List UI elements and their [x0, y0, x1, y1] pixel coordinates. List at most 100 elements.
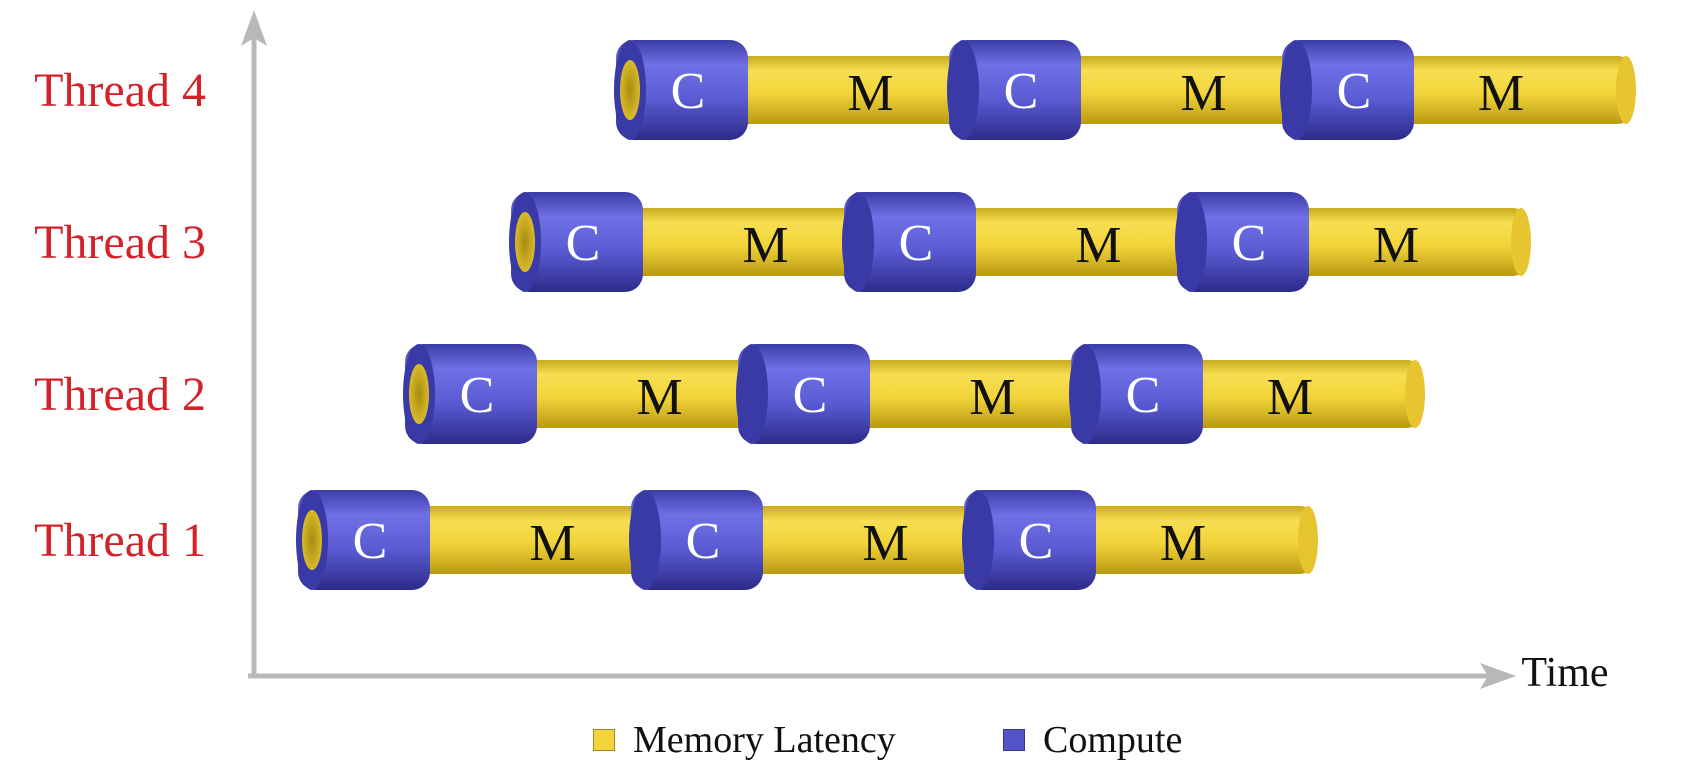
memory-latency-segment: M [1370, 56, 1636, 124]
memory-pipe [1052, 506, 1314, 574]
memory-latency-segment: M [826, 360, 1115, 428]
compute-ring-edge [1280, 40, 1312, 140]
compute-segment-label: C [353, 513, 388, 570]
compute-ring [738, 344, 870, 444]
thread-row: Thread 3 M M M C C C [34, 192, 1531, 292]
memory-pipe-end [1298, 506, 1318, 574]
memory-segment-label: M [1478, 65, 1524, 122]
memory-pipe-end [1405, 360, 1425, 428]
memory-latency-segment: M [1052, 506, 1318, 574]
memory-pipe [599, 208, 888, 276]
compute-ring-edge [1069, 344, 1101, 444]
compute-ring [1282, 40, 1414, 140]
memory-pipe [1159, 360, 1421, 428]
legend-item-compute: Compute [1003, 718, 1182, 762]
thread-label: Thread 4 [34, 64, 206, 117]
memory-pipe [1265, 208, 1527, 276]
memory-latency-segment: M [719, 506, 1008, 574]
memory-segment-label: M [636, 369, 682, 426]
compute-segment: C [947, 40, 1081, 140]
compute-segment-label: C [460, 367, 495, 424]
compute-segment: C [509, 192, 643, 292]
memory-pipe [719, 506, 1008, 574]
thread-label: Thread 3 [34, 216, 206, 269]
pipe-opening [302, 510, 322, 570]
compute-ring-edge [842, 192, 874, 292]
memory-pipe [932, 208, 1221, 276]
compute-segment: C [1069, 344, 1203, 444]
legend: Memory Latency Compute [0, 718, 1689, 762]
memory-segment-label: M [1075, 217, 1121, 274]
compute-segment-label: C [1232, 215, 1267, 272]
x-axis-label: Time [1521, 650, 1608, 696]
memory-pipe [1037, 56, 1326, 124]
memory-pipe [386, 506, 675, 574]
memory-swatch-icon [593, 729, 615, 751]
memory-segment-label: M [529, 515, 575, 572]
compute-segment: C [962, 490, 1096, 590]
compute-segment: C [614, 40, 748, 140]
compute-segment: C [736, 344, 870, 444]
memory-pipe [1370, 56, 1632, 124]
pipe-opening [409, 364, 429, 424]
compute-segment: C [1175, 192, 1309, 292]
memory-latency-segment: M [932, 208, 1221, 276]
compute-segment-label: C [793, 367, 828, 424]
compute-segment-label: C [566, 215, 601, 272]
compute-ring [964, 490, 1096, 590]
memory-latency-segment: M [1265, 208, 1531, 276]
memory-segment-label: M [862, 515, 908, 572]
compute-ring [405, 344, 537, 444]
memory-latency-segment: M [493, 360, 782, 428]
memory-pipe-end [1616, 56, 1636, 124]
memory-pipe [493, 360, 782, 428]
axes: Time [241, 10, 1609, 696]
memory-pipe-end [1511, 208, 1531, 276]
memory-pipe [826, 360, 1115, 428]
compute-ring [1177, 192, 1309, 292]
thread-label: Thread 2 [34, 368, 206, 421]
compute-segment: C [403, 344, 537, 444]
legend-item-memory: Memory Latency [593, 718, 896, 762]
memory-segment-label: M [1373, 217, 1419, 274]
compute-segment: C [629, 490, 763, 590]
memory-segment-label: M [1160, 515, 1206, 572]
memory-segment-label: M [969, 369, 1015, 426]
memory-latency-segment: M [599, 208, 888, 276]
y-axis-arrowhead [241, 10, 267, 46]
compute-segment-label: C [1126, 367, 1161, 424]
compute-ring-edge [1175, 192, 1207, 292]
memory-latency-segment: M [704, 56, 993, 124]
compute-segment-label: C [1337, 63, 1372, 120]
legend-label-compute: Compute [1043, 719, 1183, 761]
compute-ring [298, 490, 430, 590]
memory-segment-label: M [847, 65, 893, 122]
compute-segment: C [296, 490, 430, 590]
x-axis-arrowhead [1480, 663, 1516, 689]
compute-segment: C [842, 192, 976, 292]
thread-row: Thread 2 M M M C C C [34, 344, 1425, 444]
compute-segment-label: C [899, 215, 934, 272]
compute-ring [631, 490, 763, 590]
compute-segment-label: C [1004, 63, 1039, 120]
compute-ring [616, 40, 748, 140]
memory-segment-label: M [742, 217, 788, 274]
memory-pipe [704, 56, 993, 124]
compute-ring [1071, 344, 1203, 444]
compute-ring-edge [962, 490, 994, 590]
compute-segment-label: C [671, 63, 706, 120]
legend-label-memory: Memory Latency [633, 719, 896, 761]
compute-swatch-icon [1003, 729, 1025, 751]
compute-ring [949, 40, 1081, 140]
compute-segment-label: C [1019, 513, 1054, 570]
compute-ring-edge [947, 40, 979, 140]
compute-ring [844, 192, 976, 292]
memory-segment-label: M [1267, 369, 1313, 426]
pipe-opening [515, 212, 535, 272]
memory-latency-segment: M [1037, 56, 1326, 124]
memory-latency-segment: M [1159, 360, 1425, 428]
